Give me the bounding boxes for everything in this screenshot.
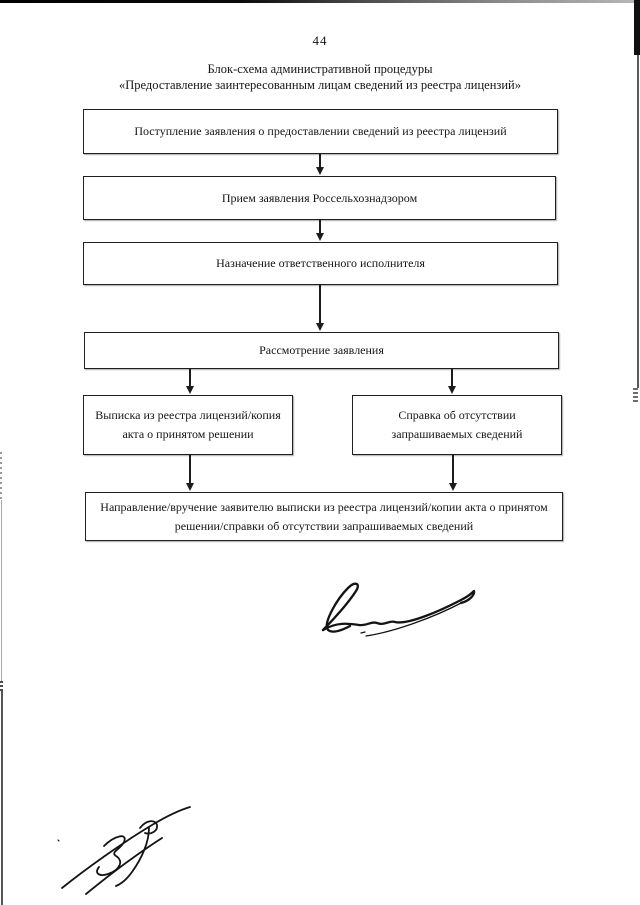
scan-artifact-left-line-dark [1,691,3,905]
flow-box-application-accepted: Прием заявления Россельхознадзором [83,176,556,220]
scan-artifact-right-corner [634,0,640,55]
flow-box-label: Назначение ответственного исполнителя [216,256,425,270]
flow-box-label: Прием заявления Россельхознадзором [221,190,418,205]
flow-box-label: Направление/вручение заявителю выписки и… [100,499,548,533]
scan-artifact-left-dashes-2 [0,681,3,693]
scan-artifact-right-dashes [633,388,638,402]
signature-bottom-left [57,806,191,895]
scan-artifact-left-line-light [1,500,2,683]
page-number: 44 [312,33,328,48]
flow-box-label: Поступление заявления о предоставлении с… [134,124,507,138]
scan-artifact-right-line [637,55,639,388]
signature-main [321,582,476,637]
flow-box-label: Справка об отсутствии запрашиваемых свед… [391,408,523,441]
flow-box-executor-assigned: Назначение ответственного исполнителя [83,242,558,285]
title-line-1: Блок-схема административной процедуры [207,62,433,76]
flow-box-label: Рассмотрение заявления [259,343,384,357]
flow-box-application-review: Рассмотрение заявления [84,332,559,369]
flow-box-delivery-to-applicant: Направление/вручение заявителю выписки и… [85,492,563,541]
title-line-2: «Предоставление заинтересованным лицам с… [119,78,521,92]
scan-artifact-left-dashes [0,452,2,500]
flow-box-absence-certificate: Справка об отсутствии запрашиваемых свед… [352,395,562,455]
scan-artifact-top-edge [0,0,640,3]
document-title: Блок-схема административной процедуры «П… [0,61,640,93]
flow-box-application-received: Поступление заявления о предоставлении с… [83,109,558,154]
flow-box-extract-from-register: Выписка из реестра лицензий/копия акта о… [83,395,293,455]
flow-box-label: Выписка из реестра лицензий/копия акта о… [95,408,281,441]
